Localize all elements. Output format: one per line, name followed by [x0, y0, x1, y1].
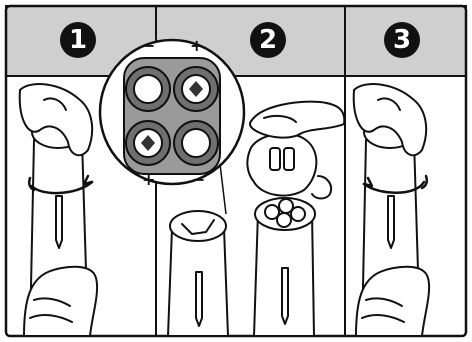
step-2-badge: 2 [250, 22, 286, 58]
battery-orientation-zoom [100, 40, 244, 214]
panel-1-illustration [20, 84, 97, 336]
flashlight-window-2a [196, 272, 202, 326]
polarity-bottom-left: + [142, 172, 155, 188]
panel-3-illustration [354, 84, 429, 336]
flashlight-opening-2a [170, 211, 226, 241]
battery-top-right [174, 67, 218, 111]
hand-top-2 [250, 102, 344, 138]
end-cap [247, 134, 316, 196]
step-3-badge: 3 [384, 22, 420, 58]
battery-bottom-right [174, 121, 218, 165]
battery-top-left [126, 67, 170, 111]
flashlight-window-2b [282, 268, 288, 324]
polarity-bottom-right: − [192, 172, 205, 188]
step-1-badge: 1 [60, 22, 96, 58]
polarity-top-right: + [190, 38, 203, 54]
flashlight-window-3 [388, 196, 394, 248]
battery-bottom-left [126, 121, 170, 165]
flashlight-window-1 [56, 196, 62, 248]
polarity-top-left: − [142, 38, 155, 54]
